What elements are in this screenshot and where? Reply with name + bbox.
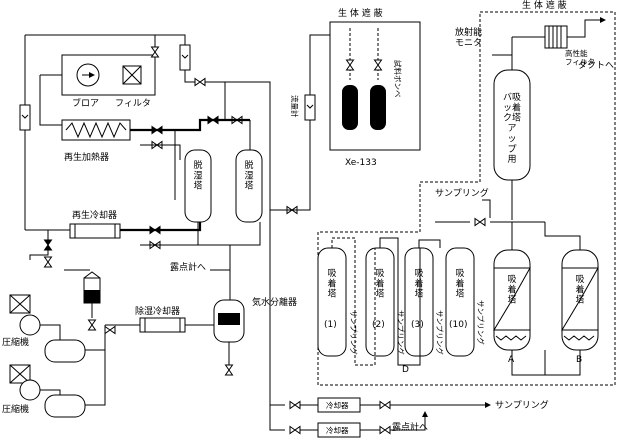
compressor-2-icon xyxy=(19,379,41,401)
valve-icon[interactable] xyxy=(289,426,301,434)
valve-icon[interactable] xyxy=(289,401,301,409)
hepa-filter-label: 高性能フィルタ xyxy=(565,48,595,67)
bio-shield-top-left-label: 生 体 遮 蔽 xyxy=(338,7,383,19)
valve-icon[interactable] xyxy=(88,319,96,331)
flowmeter-label: 流量計 xyxy=(290,95,300,118)
compressor-2-label: 圧縮機 xyxy=(2,403,29,415)
adsorber-A-label: 吸着塔 xyxy=(507,274,516,306)
filter-label: フィルタ xyxy=(115,98,151,109)
cooler-1-label: 冷却器 xyxy=(326,400,349,410)
sampling-1-label: サンプリング xyxy=(435,187,489,199)
adsorber-3 xyxy=(404,247,434,357)
valve-icon[interactable] xyxy=(194,78,206,86)
compressor-1-label: 圧縮機 xyxy=(2,336,29,348)
sampling-small-4: サンプリング xyxy=(476,300,486,345)
sample-cylinder-2 xyxy=(370,85,386,130)
dehumid-cooler-label: 除湿冷却器 xyxy=(135,305,180,317)
adsorber-10-label: 吸着塔 xyxy=(455,268,464,300)
adsorber-10-num: (10) xyxy=(449,320,467,330)
cooler-2-label: 冷却器 xyxy=(326,425,349,435)
adsorber-2-num: (2) xyxy=(372,320,385,330)
regen-cooler-icon xyxy=(69,223,121,239)
adsorber-3-num: (3) xyxy=(411,320,424,330)
adsorber-2 xyxy=(365,247,395,357)
adsorber-1 xyxy=(317,247,347,357)
adsorber-B-label: 吸着塔 xyxy=(575,274,584,306)
backup-tower-label: バ吸ッ着ク塔アップ用 xyxy=(503,92,521,165)
adsorber-3-label: 吸着塔 xyxy=(414,268,423,300)
sampling-small-3: サンプリング xyxy=(435,310,445,355)
dewpoint-meter-2-label: 露点計へ xyxy=(392,421,428,433)
sampling-2-label: サンプリング xyxy=(495,399,549,411)
sample-cylinder-label: 試料ボンベ xyxy=(393,60,403,98)
hepa-filter-icon xyxy=(544,25,568,49)
dewpoint-meter-1-label: 露点計へ xyxy=(170,261,206,273)
regen-cooler-label: 再生冷却器 xyxy=(72,209,117,221)
letter-b-label: B xyxy=(576,355,582,365)
sample-cylinder-1 xyxy=(342,85,358,130)
valve-icon[interactable] xyxy=(225,364,233,376)
dehumid-tower-1-label: 脱湿塔 xyxy=(193,159,202,192)
bio-shield-top-right-label: 生 体 遮 蔽 xyxy=(522,0,567,11)
valve-icon[interactable] xyxy=(379,401,391,409)
receiver-tank-1 xyxy=(44,339,86,363)
valve-icon[interactable] xyxy=(379,426,391,434)
adsorber-10 xyxy=(445,247,475,357)
letter-d-label: D xyxy=(402,365,409,375)
valve-icon[interactable] xyxy=(149,226,161,234)
dehumid-tower-2-label: 脱湿塔 xyxy=(244,159,253,192)
valve-icon[interactable] xyxy=(151,46,159,58)
adsorber-2-label: 吸着塔 xyxy=(375,268,384,300)
dehumid-cooler-icon xyxy=(139,317,186,333)
to-duct-label: ダクトへ xyxy=(578,59,614,71)
valve-icon[interactable] xyxy=(474,218,486,226)
steam-water-separator-label: 気水分離器 xyxy=(252,296,297,308)
dehumid-tower-2 xyxy=(235,149,263,223)
valve-icon[interactable] xyxy=(44,256,52,268)
radiation-monitor-label: 放射能モニタ xyxy=(455,26,482,48)
sampling-small-2: サンプリング xyxy=(396,310,406,355)
regen-heater-label: 再生加熱器 xyxy=(64,151,109,163)
xe-label: Xe-133 xyxy=(345,158,377,168)
sampling-small-1: サンプリング xyxy=(349,310,359,355)
receiver-tank-2 xyxy=(44,394,86,418)
adsorber-1-num: (1) xyxy=(324,320,337,330)
adsorber-1-label: 吸着塔 xyxy=(327,268,336,300)
compressor-1-icon xyxy=(19,314,41,336)
blower-label: ブロア xyxy=(72,97,99,109)
valve-icon[interactable] xyxy=(104,326,116,334)
